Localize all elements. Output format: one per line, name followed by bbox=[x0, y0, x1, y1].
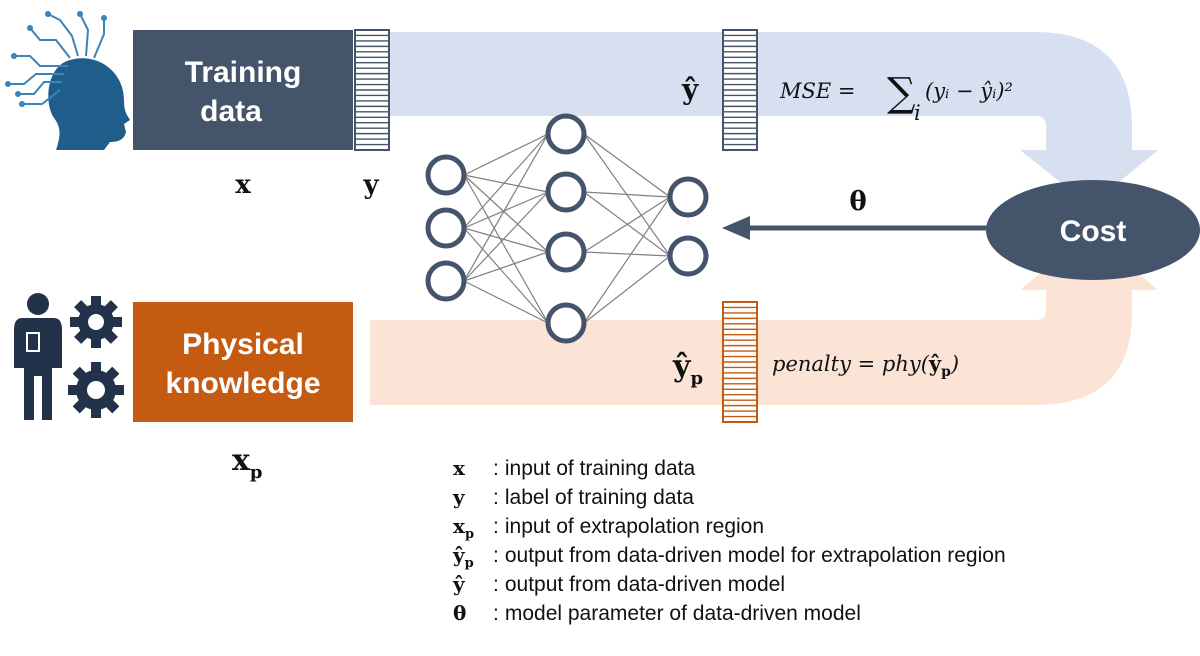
xp-symbol-base: x bbox=[232, 443, 251, 478]
legend-text: output from data-driven model bbox=[504, 573, 785, 596]
legend-symbol: θ bbox=[453, 599, 493, 628]
x-symbol: x bbox=[235, 170, 251, 200]
nn-node-layer-1 bbox=[545, 231, 587, 273]
legend-text: model parameter of data-driven model bbox=[504, 602, 861, 625]
nn-edge bbox=[583, 255, 671, 324]
legend-row: y:label of training data bbox=[453, 483, 1193, 512]
legend-symbol-base: θ bbox=[453, 601, 467, 625]
mse-equation-lhs: MSE = bbox=[779, 79, 856, 103]
legend-colon: : bbox=[493, 486, 499, 509]
legend-symbol-base: ŷ bbox=[453, 572, 465, 596]
nn-edge bbox=[583, 196, 671, 324]
legend-symbol: xp bbox=[453, 512, 493, 549]
nn-edge bbox=[463, 133, 549, 229]
nn-node-layer-1 bbox=[545, 302, 587, 344]
legend-row: θ:model parameter of data-driven model bbox=[453, 599, 1193, 628]
physical-knowledge-label-line1: Physical bbox=[182, 328, 304, 361]
nn-node-layer-2 bbox=[667, 235, 709, 277]
yhat-p-symbol: ŷp bbox=[672, 349, 703, 389]
nn-node-layer-1 bbox=[545, 171, 587, 213]
penalty-equation-arg-sub: p bbox=[941, 364, 951, 380]
training-data-label-line2: data bbox=[200, 95, 262, 128]
penalty-equation-lhs: penalty = phy( bbox=[772, 352, 930, 376]
nn-node-layer-1 bbox=[545, 113, 587, 155]
nn-edge bbox=[463, 227, 549, 324]
nn-edge bbox=[463, 174, 549, 253]
legend-symbol-sub: p bbox=[464, 556, 474, 571]
legend-colon: : bbox=[493, 515, 499, 538]
cost-node bbox=[986, 180, 1200, 280]
nn-node-layer-2 bbox=[667, 176, 709, 218]
neural-network-connections bbox=[463, 133, 671, 324]
mse-equation-sum-index: i bbox=[914, 101, 921, 125]
penalty-equation-close: ) bbox=[950, 352, 959, 376]
nn-edge bbox=[463, 133, 549, 282]
legend-row: xp:input of extrapolation region bbox=[453, 512, 1193, 542]
penalty-equation: penalty = phy(ŷp) bbox=[772, 351, 959, 380]
nn-node-layer-0 bbox=[425, 260, 467, 302]
y-symbol: y bbox=[362, 170, 379, 200]
legend-text: input of extrapolation region bbox=[504, 515, 765, 538]
penalty-equation-arg: ŷ bbox=[928, 351, 942, 376]
legend-colon: : bbox=[493, 544, 499, 567]
yhat-p-symbol-base: ŷ bbox=[672, 349, 692, 384]
yhat-p-symbol-sub: p bbox=[690, 368, 703, 389]
output-vector-yhat-p bbox=[722, 301, 758, 423]
legend-symbol-base: x bbox=[453, 456, 465, 480]
legend-text: label of training data bbox=[504, 486, 694, 509]
legend-colon: : bbox=[493, 573, 499, 596]
nn-edge bbox=[583, 191, 671, 198]
legend-colon: : bbox=[493, 602, 499, 625]
nn-edge bbox=[463, 191, 549, 229]
engineer-gears-icon bbox=[14, 293, 124, 420]
brain-head-icon bbox=[5, 11, 130, 150]
nn-edge bbox=[463, 133, 549, 176]
mse-equation-sum: ∑ bbox=[887, 70, 916, 116]
nn-edge bbox=[463, 191, 549, 282]
nn-edge bbox=[463, 174, 549, 193]
xp-symbol: xp bbox=[232, 443, 262, 483]
physical-knowledge-box bbox=[133, 302, 353, 422]
legend-row: ŷ:output from data-driven model bbox=[453, 570, 1193, 599]
training-data-label-line1: Training bbox=[185, 56, 302, 89]
legend-symbol-sub: p bbox=[464, 527, 475, 542]
nn-edge bbox=[463, 280, 549, 324]
legend-text: input of training data bbox=[504, 457, 696, 480]
data-flow-band bbox=[380, 32, 1158, 206]
label-vector-y bbox=[354, 29, 390, 151]
xp-symbol-sub: p bbox=[250, 462, 263, 483]
training-data-box bbox=[133, 30, 353, 150]
legend-row: x:input of training data bbox=[453, 454, 1193, 483]
nn-edge bbox=[463, 174, 549, 324]
physics-flow-band bbox=[370, 232, 1158, 405]
legend-symbol-base: ŷ bbox=[453, 543, 465, 567]
legend-symbol: y bbox=[453, 483, 493, 512]
nn-edge bbox=[463, 251, 549, 282]
legend-symbol-base: x bbox=[453, 514, 465, 538]
yhat-symbol: ŷ bbox=[681, 73, 699, 106]
legend-row: ŷp:output from data-driven model for ext… bbox=[453, 541, 1193, 571]
legend-symbol: x bbox=[453, 454, 493, 483]
nn-node-layer-0 bbox=[425, 207, 467, 249]
nn-node-layer-0 bbox=[425, 154, 467, 196]
nn-edge bbox=[463, 227, 549, 253]
mse-equation-rhs: (yᵢ − ŷᵢ)² bbox=[925, 79, 1013, 103]
theta-label: θ bbox=[849, 187, 866, 217]
nn-edge bbox=[583, 196, 671, 253]
legend-symbol: ŷp bbox=[453, 541, 493, 578]
legend-symbol-base: y bbox=[453, 485, 465, 509]
legend-colon: : bbox=[493, 457, 499, 480]
cost-label: Cost bbox=[1060, 215, 1127, 248]
legend-text: output from data-driven model for extrap… bbox=[504, 544, 1006, 567]
output-vector-yhat bbox=[722, 29, 758, 151]
physical-knowledge-label-line2: knowledge bbox=[165, 367, 320, 400]
nn-edge bbox=[583, 133, 671, 198]
nn-edge bbox=[583, 251, 671, 257]
parameter-update-arrowhead bbox=[722, 216, 750, 240]
legend-symbol: ŷ bbox=[453, 570, 493, 599]
neural-network-nodes bbox=[425, 113, 709, 344]
